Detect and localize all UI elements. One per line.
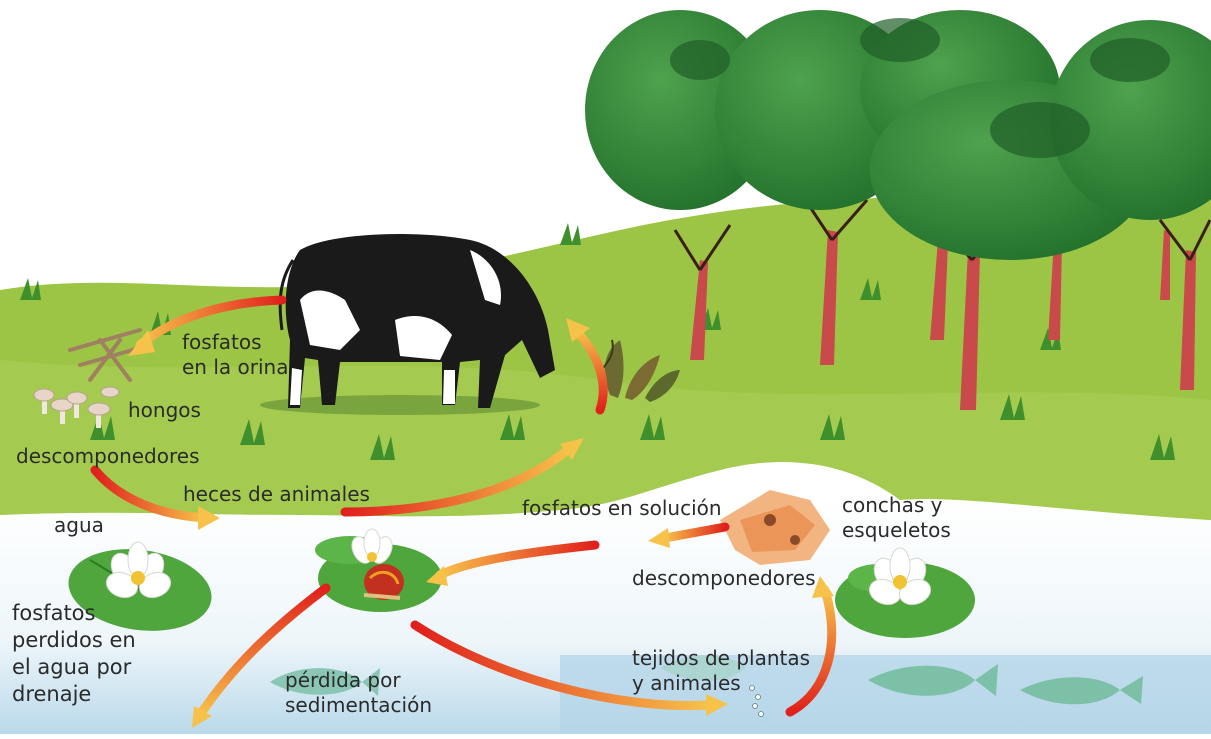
tissues-line-2: y animales	[632, 671, 810, 696]
animal-feces-label: heces de animales	[183, 482, 370, 507]
dissolved-phosphates-label: fosfatos en solución	[522, 496, 722, 521]
land-decomposers-label: descomponedores	[16, 444, 200, 469]
drainage-loss-label: fosfatos perdidos en el agua por drenaje	[12, 600, 136, 708]
tissues-line-1: tejidos de plantas	[632, 646, 810, 671]
tissues-label: tejidos de plantas y animales	[632, 646, 810, 696]
sedimentation-loss-line-1: pérdida por	[285, 668, 432, 693]
shells-skeletons-label: conchas y esqueletos	[842, 493, 951, 543]
urine-phosphates-line-2: en la orina	[182, 355, 288, 380]
shells-skeletons-line-2: esqueletos	[842, 518, 951, 543]
drainage-loss-line-2: perdidos en	[12, 627, 136, 654]
fungi-label: hongos	[128, 398, 201, 423]
urine-phosphates-line-1: fosfatos	[182, 330, 288, 355]
urine-phosphates-label: fosfatos en la orina	[182, 330, 288, 380]
drainage-loss-line-1: fosfatos	[12, 600, 136, 627]
sedimentation-loss-label: pérdida por sedimentación	[285, 668, 432, 718]
water-label: agua	[54, 513, 104, 538]
sedimentation-loss-line-2: sedimentación	[285, 693, 432, 718]
drainage-loss-line-3: el agua por	[12, 654, 136, 681]
drainage-loss-line-4: drenaje	[12, 681, 136, 708]
water-decomposers-label: descomponedores	[632, 566, 816, 591]
shells-skeletons-line-1: conchas y	[842, 493, 951, 518]
snail-icon	[364, 564, 404, 600]
